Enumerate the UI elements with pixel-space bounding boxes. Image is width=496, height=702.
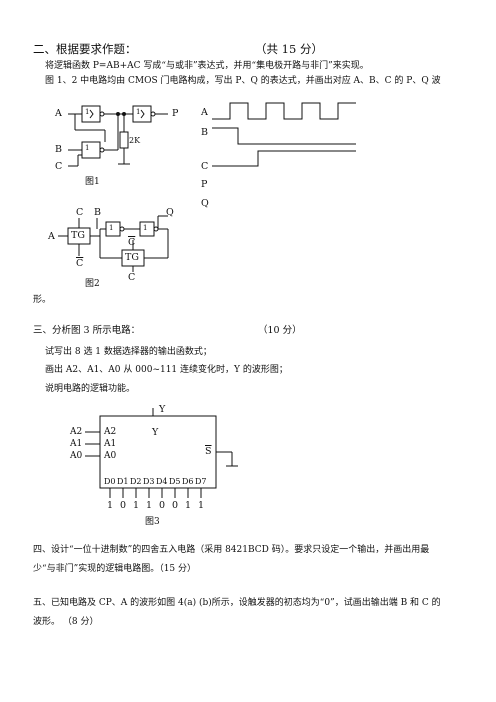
mux-int-a2: A2 [104, 427, 117, 437]
section5-line1: 五、已知电路及 CP、A 的波形如图 4(a) (b)所示，设触发器的初态均为“… [33, 598, 441, 608]
fig1-label-a: A [55, 108, 62, 119]
mux-bit-7: 1 [198, 500, 205, 511]
section4-line1: 四、设计“一位十进制数”的四舍五入电路（采用 8421BCD 码）。要求只设定一… [33, 545, 430, 555]
mux-d3: D3 [143, 477, 155, 486]
mux-bit-1: 0 [120, 500, 127, 511]
mux-bit-4: 0 [159, 500, 166, 511]
mux-bit-2: 1 [133, 500, 140, 511]
section2-heading: 二、根据要求作题： [33, 42, 137, 56]
fig2-tg2-label: TG [125, 252, 139, 263]
section2-line3: 形。 [33, 295, 52, 305]
wave-label-q: Q [201, 198, 209, 209]
section2-line2: 图 1、2 中电路均由 CMOS 门电路构成，写出 P、Q 的表达式，并画出对应… [45, 76, 441, 86]
fig1-label-resistor: 2K [129, 136, 141, 145]
fig2-gate2-label: 1 [143, 224, 148, 232]
section2-line1: 将逻辑函数 P=AB+AC 写成“与或非”表达式，并用“集电极开路与非门”来实现… [45, 61, 369, 71]
fig2-tg1-label: TG [71, 230, 85, 241]
wave-a [212, 102, 356, 120]
fig1-label-b: B [55, 144, 62, 155]
wave-label-c: C [201, 161, 209, 172]
wave-c [212, 150, 356, 167]
mux-d6: D6 [182, 477, 194, 486]
fig2-label-b: B [94, 207, 101, 218]
wave-b [212, 127, 356, 145]
wave-label-a: A [201, 107, 208, 118]
fig1-gate3-label: 1 [136, 108, 141, 116]
mux-d7: D7 [195, 477, 207, 486]
section3-item1: 试写出 8 选 1 数据选择器的输出函数式； [45, 347, 212, 357]
fig1-gate2-label: 1 [85, 144, 90, 152]
mux-bit-5: 0 [172, 500, 179, 511]
mux-d2: D2 [130, 477, 142, 486]
fig3-caption: 图3 [145, 517, 160, 527]
fig2-label-cbar-mid: C [128, 237, 136, 248]
fig2-label-cbar-left: C [76, 258, 84, 269]
mux-bit-6: 1 [185, 500, 192, 511]
section4-line2: 少“与非门”实现的逻辑电路图。（15 分） [33, 564, 197, 574]
fig2-caption: 图2 [85, 279, 100, 289]
section3-item3: 说明电路的逻辑功能。 [45, 384, 136, 394]
section3-item2: 画出 A2、A1、A0 从 000~111 连续变化时，Y 的波形图； [45, 365, 288, 375]
section2-points: （共 15 分） [255, 42, 323, 56]
wave-label-b: B [201, 127, 208, 138]
mux-output-y: Y [159, 404, 166, 415]
section3-points: （10 分） [258, 325, 302, 336]
mux-d4: D4 [156, 477, 168, 486]
section3-heading: 三、分析图 3 所示电路： [33, 325, 141, 336]
fig2-label-c: C [76, 207, 84, 218]
mux-enable-s: S [205, 446, 212, 457]
mux-ext-a1: A1 [70, 439, 83, 449]
fig1-label-p: P [172, 108, 179, 119]
fig1-caption: 图1 [85, 177, 100, 187]
mux-bit-0: 1 [107, 500, 114, 511]
mux-d-pins [109, 488, 202, 498]
mux-bit-3: 1 [146, 500, 153, 511]
wave-label-p: P [201, 179, 208, 190]
mux-d0: D0 [104, 477, 116, 486]
mux-int-a1: A1 [104, 439, 117, 449]
fig1-label-c: C [55, 161, 63, 172]
mux-int-a0: A0 [104, 451, 117, 461]
mux-d1: D1 [117, 477, 129, 486]
mux-ext-a0: A0 [70, 451, 83, 461]
mux-d5: D5 [169, 477, 181, 486]
fig2-label-c-out: C [128, 272, 136, 283]
mux-ext-a2: A2 [70, 427, 83, 437]
mux-inner-y: Y [152, 427, 159, 438]
fig2-label-a: A [48, 231, 55, 242]
section5-line2: 波形。 （8 分） [33, 617, 99, 627]
fig2-gate1-label: 1 [109, 224, 114, 232]
fig2-label-q: Q [166, 207, 174, 218]
fig1-gate1-label: 1 [85, 108, 90, 116]
